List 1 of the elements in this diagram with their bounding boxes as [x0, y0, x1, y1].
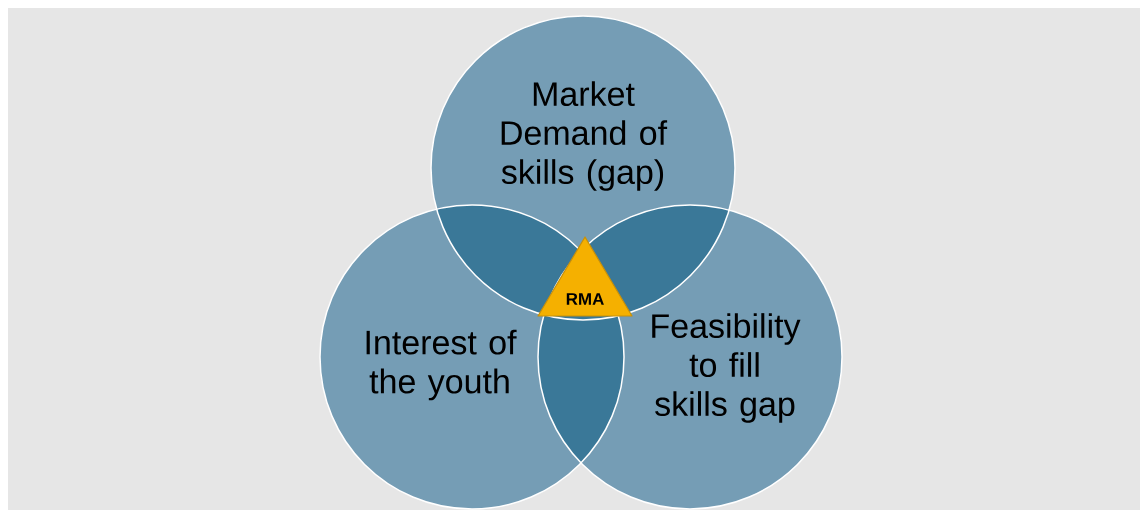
- triangle: RMA: [537, 236, 633, 317]
